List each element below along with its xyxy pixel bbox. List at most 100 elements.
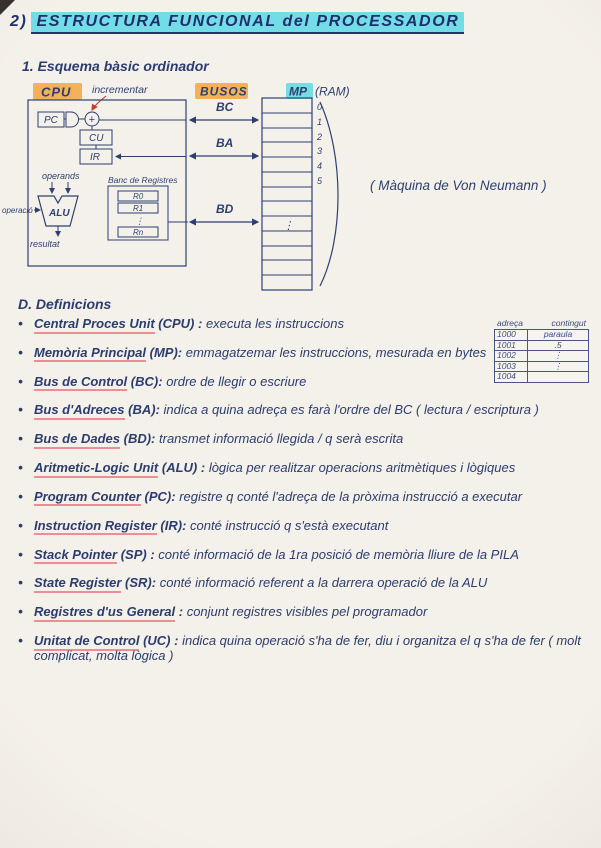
memory-table-col-contingut: contingut	[551, 318, 587, 328]
bus-ba-label: BA	[216, 136, 233, 150]
memory-table-row: 1000 paraula	[495, 329, 588, 341]
definition-text: registre q conté l'adreça de la pròxima …	[179, 488, 523, 504]
register-r0-label: R0	[133, 192, 144, 201]
definition-abbr: (BD):	[123, 431, 156, 447]
mp-label: MP	[289, 85, 308, 99]
definition-text: emmagatzemar les instruccions, mesurada …	[185, 344, 487, 360]
cpu-box	[27, 99, 187, 267]
bullet-icon	[18, 315, 23, 332]
register-rn-box	[117, 226, 159, 238]
definition-abbr: (SP) :	[120, 546, 155, 562]
resultat-label: resultat	[30, 239, 60, 249]
definition-term: Unitat de Control	[34, 633, 140, 651]
definition-term: Central Proces Unit	[34, 316, 155, 334]
section-heading-definitions: D. Definicions	[18, 296, 112, 312]
mp-ram-suffix: (RAM)	[315, 85, 350, 99]
bullet-icon	[18, 459, 23, 476]
definition-item: Unitat de Control (UC) : indica quina op…	[16, 633, 594, 664]
definition-item: Stack Pointer (SP) : conté informació de…	[16, 546, 594, 565]
memory-table-addr: 1003	[495, 361, 528, 371]
incrementar-arrow	[91, 95, 107, 111]
definition-text: executa les instruccions	[205, 316, 344, 331]
memory-table-addr: 1004	[495, 371, 528, 382]
cu-label: CU	[89, 133, 104, 144]
busos-highlight	[195, 83, 248, 99]
bullet-icon	[18, 488, 23, 505]
section-heading-diagram: 1. Esquema bàsic ordinador	[22, 58, 209, 74]
definition-abbr: (ALU) :	[161, 460, 206, 476]
definition-item: Bus d'Adreces (BA): indica a quina adreç…	[16, 401, 594, 420]
register-bank-box	[107, 185, 169, 241]
definition-item: Bus de Control (BC): ordre de llegir o e…	[16, 373, 594, 392]
definition-term: Program Counter	[34, 488, 141, 507]
definition-text: transmet informació llegida / q serà esc…	[159, 431, 404, 447]
definition-abbr: (MP):	[149, 344, 183, 360]
definition-abbr: (UC) :	[143, 633, 179, 649]
definition-item: Program Counter (PC): registre q conté l…	[16, 488, 594, 507]
definition-item: Aritmetic-Logic Unit (ALU) : lògica per …	[16, 459, 594, 478]
ir-label: IR	[90, 152, 100, 163]
definition-text: conté informació de la 1ra posició de me…	[158, 546, 519, 562]
plus-label: +	[89, 114, 96, 126]
title-highlighted-text: ESTRUCTURA FUNCIONAL del PROCESSADOR	[31, 12, 465, 34]
definition-text: indica a quina adreça es farà l'ordre de…	[163, 402, 539, 418]
definition-item: State Register (SR): conté informació re…	[16, 575, 594, 593]
definition-text: ordre de llegir o escriure	[166, 373, 307, 389]
photo-corner-shadow	[0, 0, 15, 15]
definition-text: conté instrucció q s'està executant	[190, 517, 389, 533]
cpu-wires	[64, 118, 188, 223]
memory-address-table: adreça contingut 1000 paraula 1001 .5 1002…	[494, 318, 589, 383]
bullet-icon	[18, 603, 23, 620]
memory-addr-5: 5	[317, 176, 323, 186]
definition-item: Memòria Principal (MP): emmagatzemar les…	[16, 344, 594, 363]
memory-table-row: 1002⋮	[495, 350, 588, 362]
bullet-icon	[18, 430, 23, 447]
definitions-list: Central Proces Unit (CPU) : executa les …	[16, 316, 594, 677]
incrementer-gate	[65, 111, 79, 128]
bullet-icon	[18, 517, 23, 534]
memory-table-content: ⋮	[553, 360, 563, 371]
memory-addr-1: 1	[317, 117, 322, 127]
register-bank-label: Banc de Registres	[108, 175, 178, 185]
alu-shape	[37, 195, 79, 227]
alu-label: ALU	[48, 208, 70, 219]
definition-term: Bus de Control	[34, 373, 128, 392]
page-title: 2)ESTRUCTURA FUNCIONAL del PROCESSADOR	[10, 12, 465, 34]
definition-abbr: (PC):	[144, 488, 176, 504]
memory-table-row: 1003 ⋮	[495, 360, 588, 372]
definition-abbr: (BA):	[128, 402, 160, 418]
definition-abbr: (CPU) :	[158, 316, 203, 331]
definition-text: conjunt registres visibles pel programad…	[186, 604, 428, 620]
definition-text: lògica per realitzar operacions aritmèti…	[208, 460, 516, 476]
bullet-icon	[18, 401, 23, 418]
register-r1-label: R1	[133, 204, 143, 213]
bullet-icon	[18, 546, 23, 563]
bus-bc-label: BC	[216, 100, 234, 114]
register-r1-box	[117, 202, 159, 214]
von-neumann-label: ( Màquina de Von Neumann )	[370, 178, 547, 193]
pc-label: PC	[44, 115, 59, 126]
bullet-icon	[18, 344, 23, 361]
bullet-icon	[18, 632, 23, 649]
mp-highlight	[286, 83, 313, 99]
memory-table-content: paraula	[543, 329, 573, 339]
memory-addr-0: 0	[317, 102, 322, 112]
busos-label: BUSOS	[200, 85, 248, 99]
register-r0-box	[117, 190, 159, 202]
bullet-icon	[18, 373, 23, 390]
cpu-highlight	[33, 83, 82, 100]
definition-term: Bus d'Adreces	[34, 402, 125, 420]
definition-term: Bus de Dades	[34, 431, 120, 449]
definition-abbr: (IR):	[160, 517, 187, 533]
register-dots: ⋮	[135, 216, 144, 226]
ir-box	[79, 148, 113, 165]
memory-table-col-adreca: adreça	[497, 318, 523, 328]
definition-term: Registres d'us General	[34, 604, 176, 622]
definition-item: Instruction Register (IR): conté instruc…	[16, 517, 594, 536]
memory-table-addr: 1000	[495, 329, 528, 340]
memory-table-content: .5	[554, 339, 562, 350]
definition-term: Instruction Register	[34, 517, 157, 536]
memory-table-addr: 1001	[495, 340, 528, 350]
memory-table-grid: 1000 paraula 1001 .5 1002⋮ 1003 ⋮ 1004	[494, 329, 589, 383]
definition-term: Aritmetic-Logic Unit	[34, 460, 159, 478]
